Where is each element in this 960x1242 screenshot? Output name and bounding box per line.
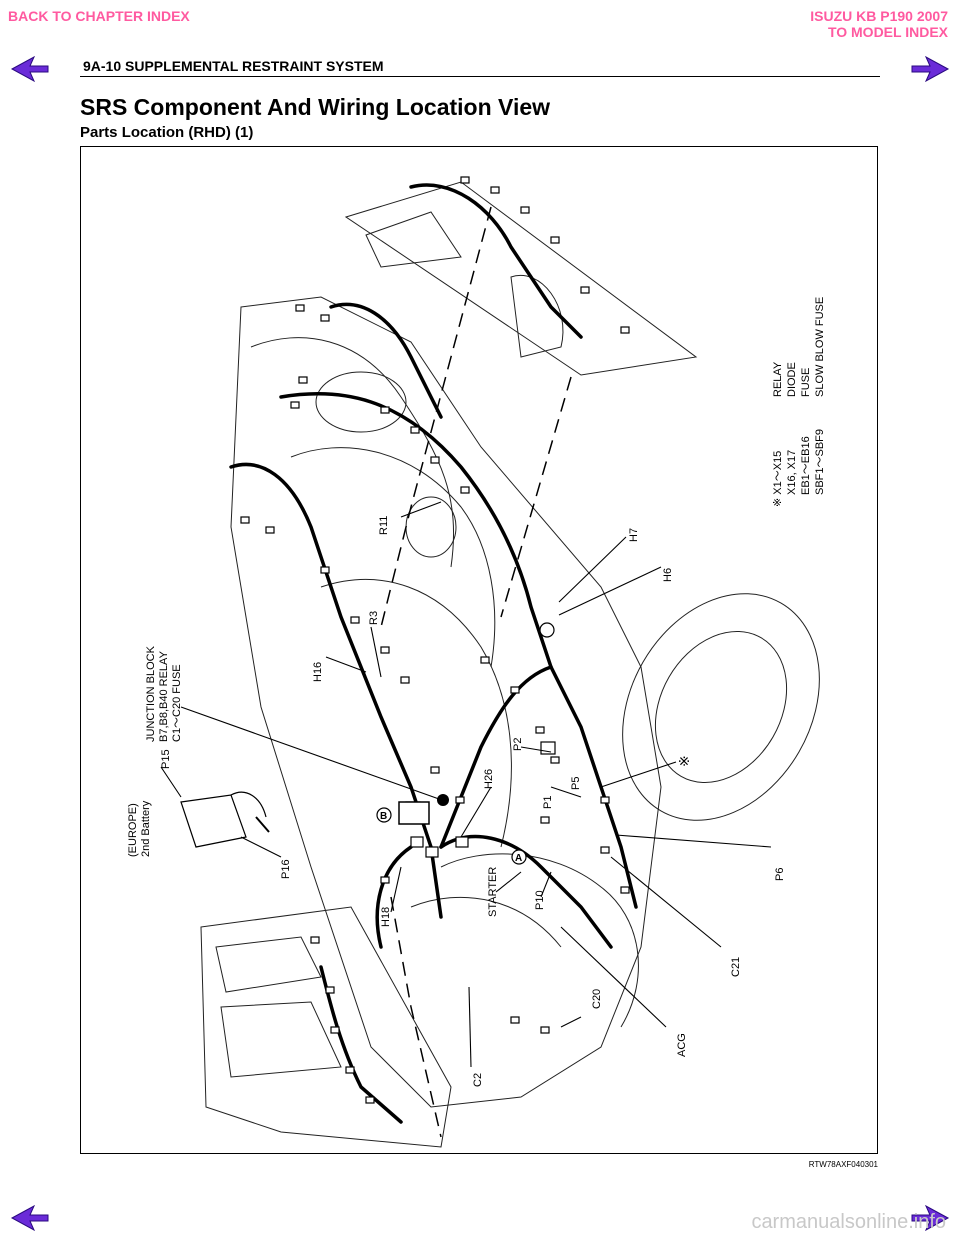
previous-page-arrow-bottom-icon[interactable] xyxy=(10,1205,50,1231)
label-h6: H6 xyxy=(662,568,674,582)
label-asterisk: ※ xyxy=(676,755,692,767)
leader-starter xyxy=(495,871,522,893)
legend-row1-left: ※ X1～X15 xyxy=(772,451,784,507)
label-starter: STARTER xyxy=(487,867,499,917)
leader-h16 xyxy=(325,656,367,673)
leader-h26 xyxy=(460,786,492,838)
leader-h6 xyxy=(558,566,662,616)
leader-r11 xyxy=(400,501,442,518)
label-h18: H18 xyxy=(380,907,392,927)
battery-line2: 2nd Battery xyxy=(140,800,152,857)
mark-b: B xyxy=(380,811,387,822)
label-acg: ACG xyxy=(676,1033,688,1057)
junction-line3: C1～C20 FUSE xyxy=(171,664,183,742)
leader-asterisk xyxy=(600,761,677,788)
wiring-location-diagram: A B ※ X1～X15 RELAY X16, X17 DIODE EB1～EB… xyxy=(127,176,826,1148)
label-h7: H7 xyxy=(628,528,640,542)
legend-row2-left: X16, X17 xyxy=(786,450,798,495)
label-p2: P2 xyxy=(512,738,524,751)
label-p1: P1 xyxy=(542,796,554,809)
leader-p6 xyxy=(615,834,772,848)
legend-row3-left: EB1～EB16 xyxy=(800,436,812,495)
previous-page-arrow-icon[interactable] xyxy=(10,56,50,82)
to-model-index-label: TO MODEL INDEX xyxy=(827,24,948,40)
leader-p5 xyxy=(550,786,582,798)
component-legend: ※ X1～X15 RELAY X16, X17 DIODE EB1～EB16 F… xyxy=(772,297,826,507)
next-page-arrow-bottom-icon[interactable] xyxy=(910,1205,950,1231)
battery-icon xyxy=(180,791,270,848)
junction-line2: B7,B8,B40 RELAY xyxy=(158,650,170,742)
front-wheel xyxy=(622,593,820,821)
page-subtitle: Parts Location (RHD) (1) xyxy=(80,124,254,141)
label-h16: H16 xyxy=(312,662,324,682)
page-title: SRS Component And Wiring Location View xyxy=(80,94,551,120)
label-r11: R11 xyxy=(378,516,390,535)
legend-row4-right: SLOW BLOW FUSE xyxy=(814,297,826,397)
label-p5: P5 xyxy=(570,777,582,790)
label-p6: P6 xyxy=(774,868,786,881)
leader-r3 xyxy=(370,626,382,678)
lower-door-panel xyxy=(200,906,452,1148)
legend-row3-right: FUSE xyxy=(800,368,812,397)
leader-p2 xyxy=(520,746,552,753)
figure-code: RTW78AXF040301 xyxy=(808,1160,878,1169)
label-p10: P10 xyxy=(534,890,546,910)
header-rule xyxy=(80,76,880,77)
mark-a: A xyxy=(515,853,522,864)
leader-c2 xyxy=(468,986,472,1068)
leader-c20 xyxy=(560,1016,582,1028)
next-page-arrow-icon[interactable] xyxy=(910,56,950,82)
label-r3: R3 xyxy=(368,611,380,625)
label-c21: C21 xyxy=(730,957,742,977)
leader-h18 xyxy=(390,866,402,913)
label-h26: H26 xyxy=(483,769,495,789)
model-index-link[interactable]: ISUZU KB P190 2007 TO MODEL INDEX xyxy=(810,8,948,40)
junction-line1: JUNCTION BLOCK xyxy=(145,645,157,742)
leader-acg xyxy=(560,926,667,1028)
back-to-chapter-index-link[interactable]: BACK TO CHAPTER INDEX xyxy=(8,8,190,24)
junction-block-icon xyxy=(398,794,449,825)
leader-h7 xyxy=(558,536,627,603)
label-p15: P15 xyxy=(160,749,172,769)
battery-label: (EUROPE) 2nd Battery xyxy=(127,800,152,857)
label-c20: C20 xyxy=(591,989,603,1009)
battery-line1: (EUROPE) xyxy=(127,803,139,857)
leader-p15 xyxy=(160,766,182,798)
leader-p16 xyxy=(240,836,282,858)
section-header: 9A-10 SUPPLEMENTAL RESTRAINT SYSTEM xyxy=(83,58,384,74)
legend-row2-right: DIODE xyxy=(786,362,798,397)
vehicle-body-top xyxy=(230,296,662,1108)
watermark: carmanualsonline.info xyxy=(751,1211,946,1233)
label-c2: C2 xyxy=(472,1073,484,1087)
leader-junction xyxy=(180,706,440,800)
main-harness xyxy=(279,391,553,669)
legend-row1-right: RELAY xyxy=(772,361,784,397)
legend-row4-left: SBF1～SBF9 xyxy=(814,429,826,495)
figure-frame: A B ※ X1～X15 RELAY X16, X17 DIODE EB1～EB… xyxy=(80,146,878,1154)
leader-c21 xyxy=(610,856,722,948)
upper-door-panel xyxy=(344,181,698,376)
junction-block-label: JUNCTION BLOCK B7,B8,B40 RELAY C1～C20 FU… xyxy=(145,645,183,742)
model-name: ISUZU KB P190 2007 xyxy=(810,8,948,24)
leader-p10 xyxy=(540,871,552,898)
label-p16: P16 xyxy=(280,859,292,879)
